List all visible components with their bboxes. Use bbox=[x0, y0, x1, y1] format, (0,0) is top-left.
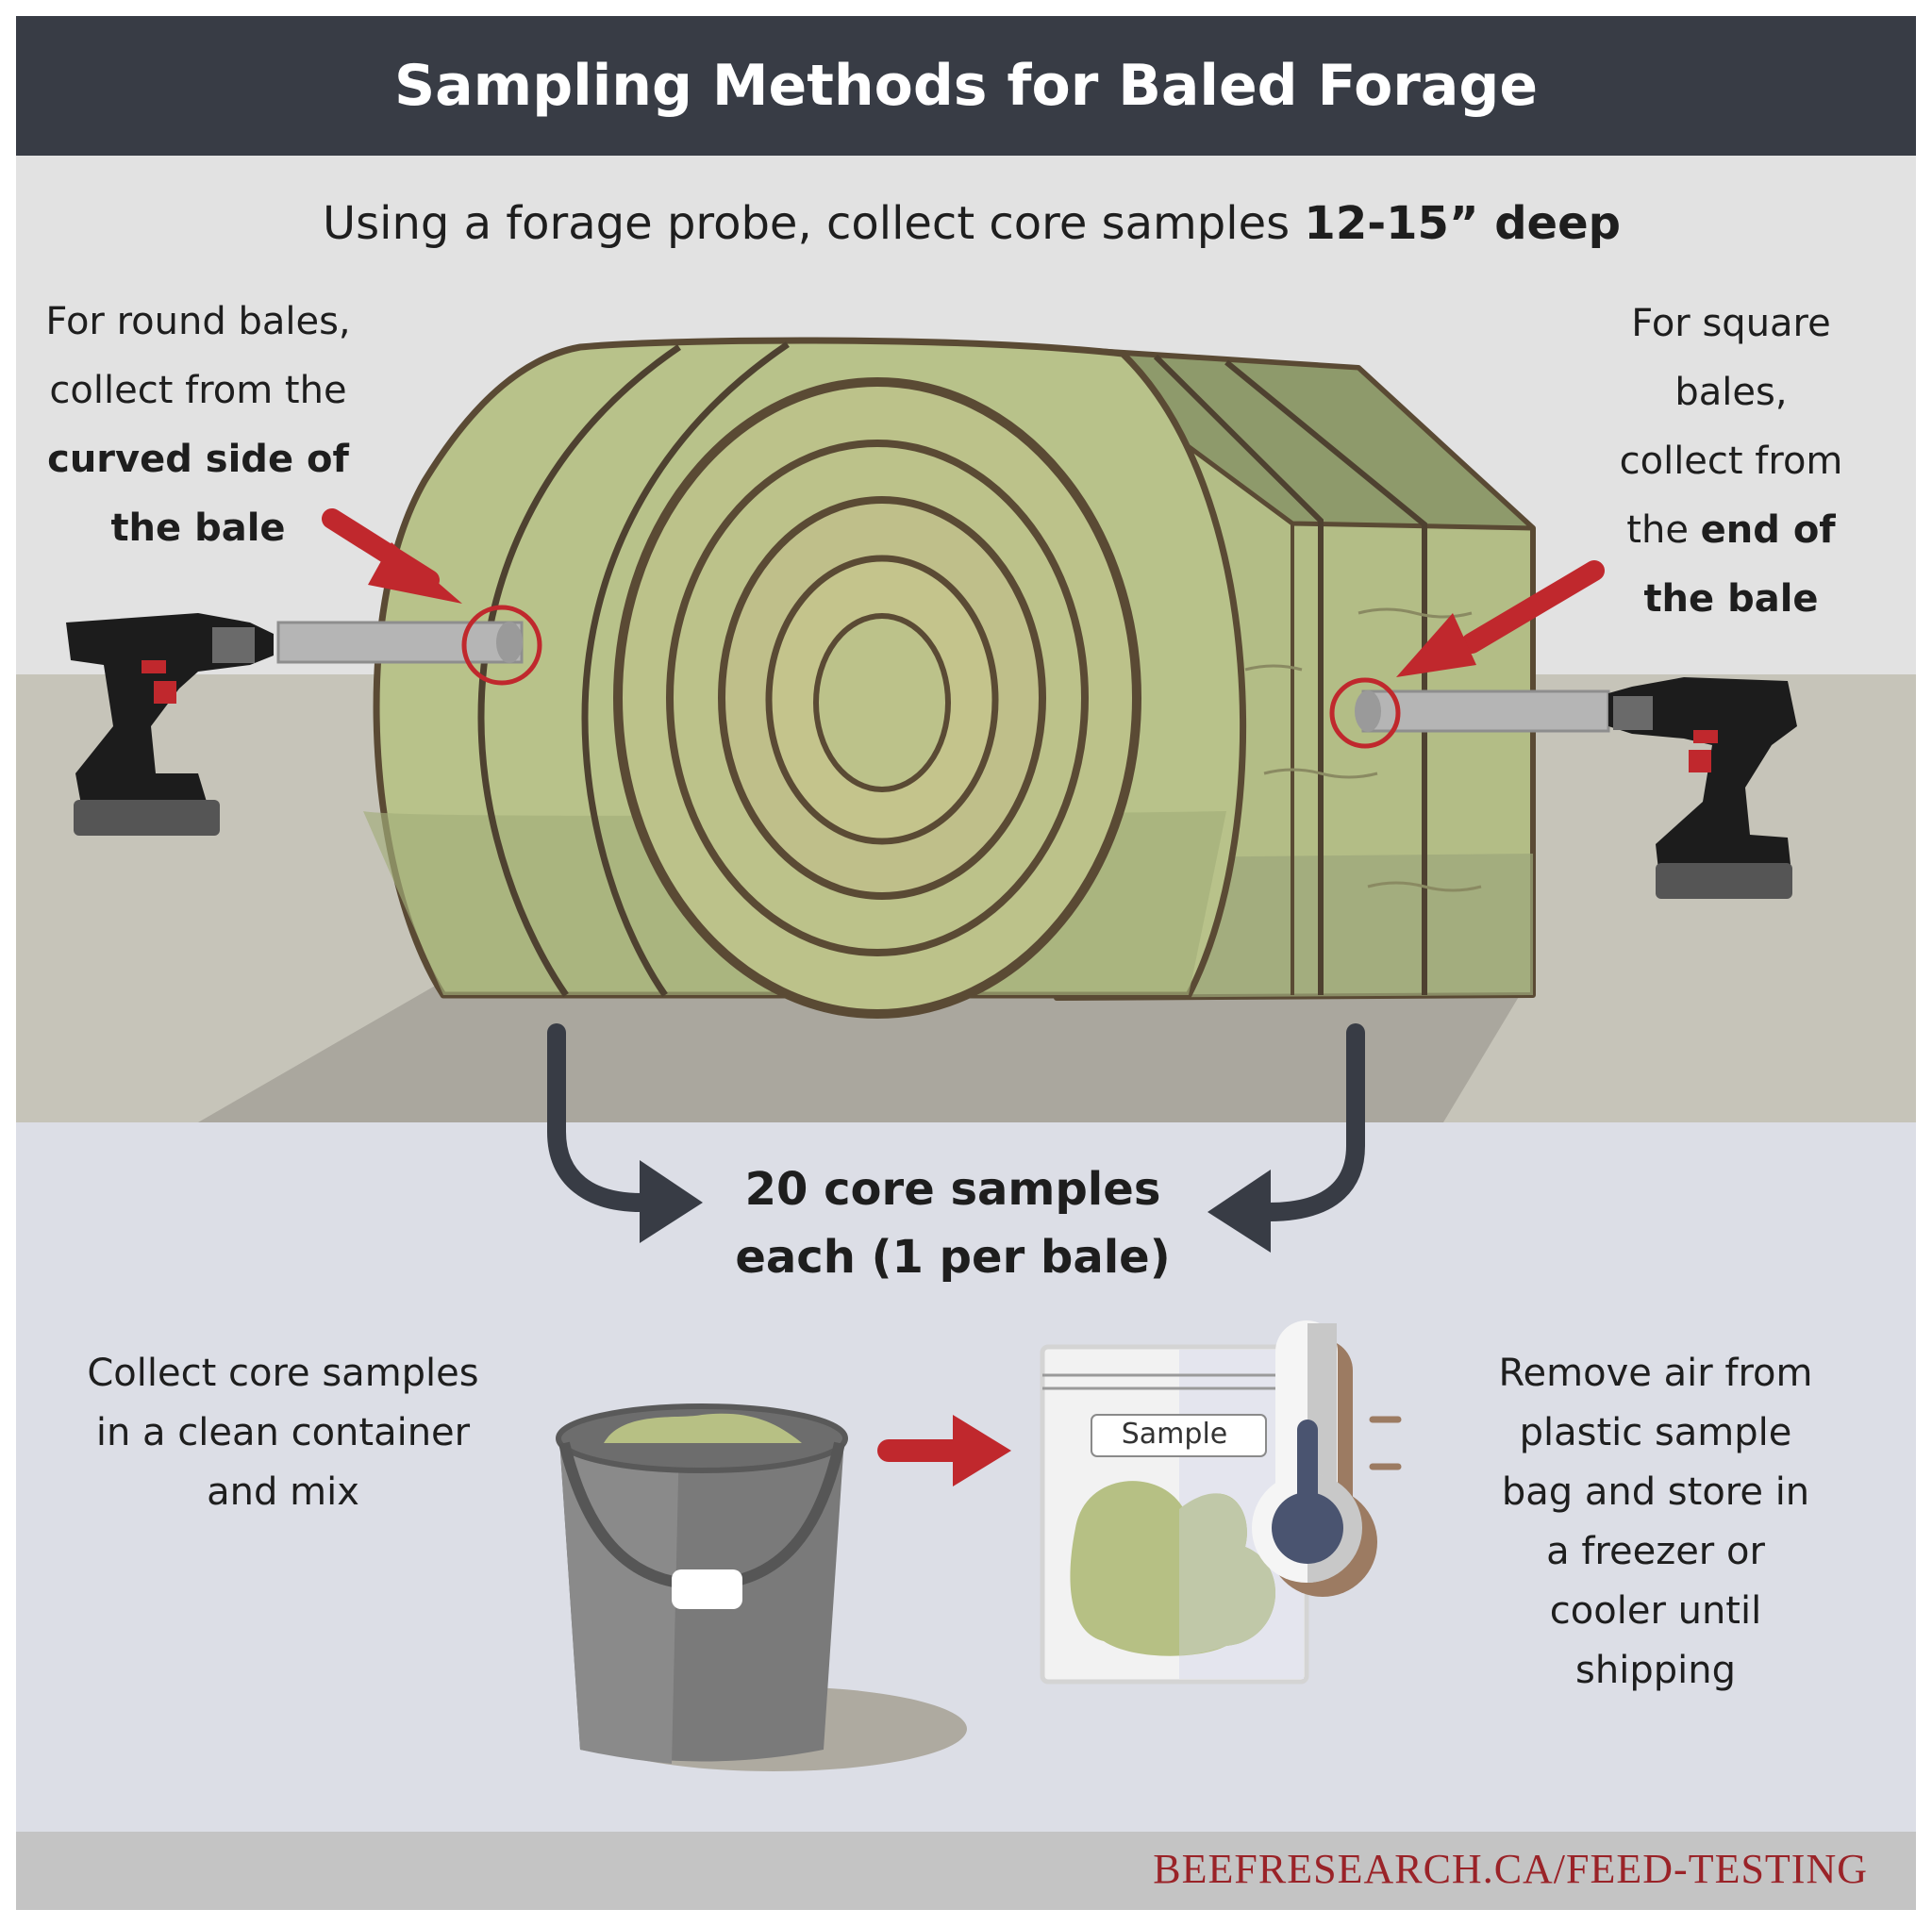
sample-bag bbox=[1040, 1344, 1309, 1685]
round-bale-pointer-arrow bbox=[322, 508, 462, 604]
square-bale-pointer-arrow bbox=[1396, 560, 1605, 677]
core-sample-count: 20 core samples each (1 per bale) bbox=[698, 1155, 1208, 1291]
probe-instruction: Using a forage probe, collect core sampl… bbox=[283, 193, 1660, 254]
store-note-line: bag and store in bbox=[1501, 1470, 1810, 1514]
square-bale-note: For square bales, collect from the end o… bbox=[1547, 290, 1915, 634]
thermometer-icon bbox=[1252, 1320, 1402, 1597]
square-bale-note-line: collect from bbox=[1619, 440, 1843, 483]
bucket bbox=[556, 1403, 967, 1771]
store-note: Remove air from plastic sample bag and s… bbox=[1453, 1344, 1858, 1701]
square-bale-note-line: For square bbox=[1631, 302, 1831, 345]
collect-note-line: Collect core samples bbox=[87, 1352, 479, 1395]
store-note-line: cooler until bbox=[1549, 1589, 1762, 1633]
sample-bag-label: Sample bbox=[1121, 1418, 1228, 1451]
round-bale bbox=[363, 337, 1246, 1019]
collect-note: Collect core samples in a clean containe… bbox=[57, 1344, 509, 1522]
core-sample-line: 20 core samples bbox=[744, 1163, 1161, 1216]
collect-note-line: in a clean container bbox=[95, 1411, 471, 1454]
store-note-line: Remove air from bbox=[1498, 1352, 1813, 1395]
round-bale-note-line: For round bales, bbox=[45, 300, 351, 343]
round-bale-note-bold: the bale bbox=[110, 506, 286, 550]
collect-note-line: and mix bbox=[207, 1470, 359, 1514]
bale-shadow bbox=[198, 981, 1528, 1122]
square-bale-note-line: the end of bbox=[1547, 496, 1915, 565]
probe-instruction-text: Using a forage probe, collect core sampl… bbox=[322, 197, 1291, 250]
title-bar bbox=[16, 16, 1916, 156]
square-bale-target-circle bbox=[1329, 677, 1401, 749]
footer-url[interactable]: BEEFRESEARCH.CA/FEED-TESTING bbox=[1153, 1846, 1868, 1892]
right-drill bbox=[1355, 677, 1797, 899]
square-bale-note-plain: the bbox=[1626, 508, 1689, 552]
store-note-line: plastic sample bbox=[1519, 1411, 1792, 1454]
square-bale-note-line: bales, bbox=[1674, 371, 1788, 414]
square-bale-note-bold: end of bbox=[1700, 508, 1836, 552]
right-flow-arrow bbox=[1208, 1023, 1365, 1253]
bucket-to-bag-arrow bbox=[877, 1415, 1011, 1486]
round-bale-note-line: collect from the bbox=[49, 369, 347, 412]
store-note-line: a freezer or bbox=[1546, 1530, 1765, 1573]
left-drill bbox=[66, 613, 524, 836]
left-flow-arrow bbox=[547, 1023, 703, 1243]
core-sample-line: each (1 per bale) bbox=[735, 1231, 1171, 1284]
square-bale-note-bold: the bale bbox=[1643, 577, 1819, 621]
footer-band bbox=[16, 1832, 1916, 1910]
round-bale-target-circle bbox=[461, 605, 542, 686]
probe-depth: 12-15” deep bbox=[1304, 197, 1622, 250]
store-note-line: shipping bbox=[1575, 1649, 1736, 1692]
round-bale-note-bold: curved side of bbox=[47, 438, 349, 481]
round-bale-note: For round bales, collect from the curved… bbox=[19, 288, 377, 563]
page-title: Sampling Methods for Baled Forage bbox=[393, 53, 1539, 119]
